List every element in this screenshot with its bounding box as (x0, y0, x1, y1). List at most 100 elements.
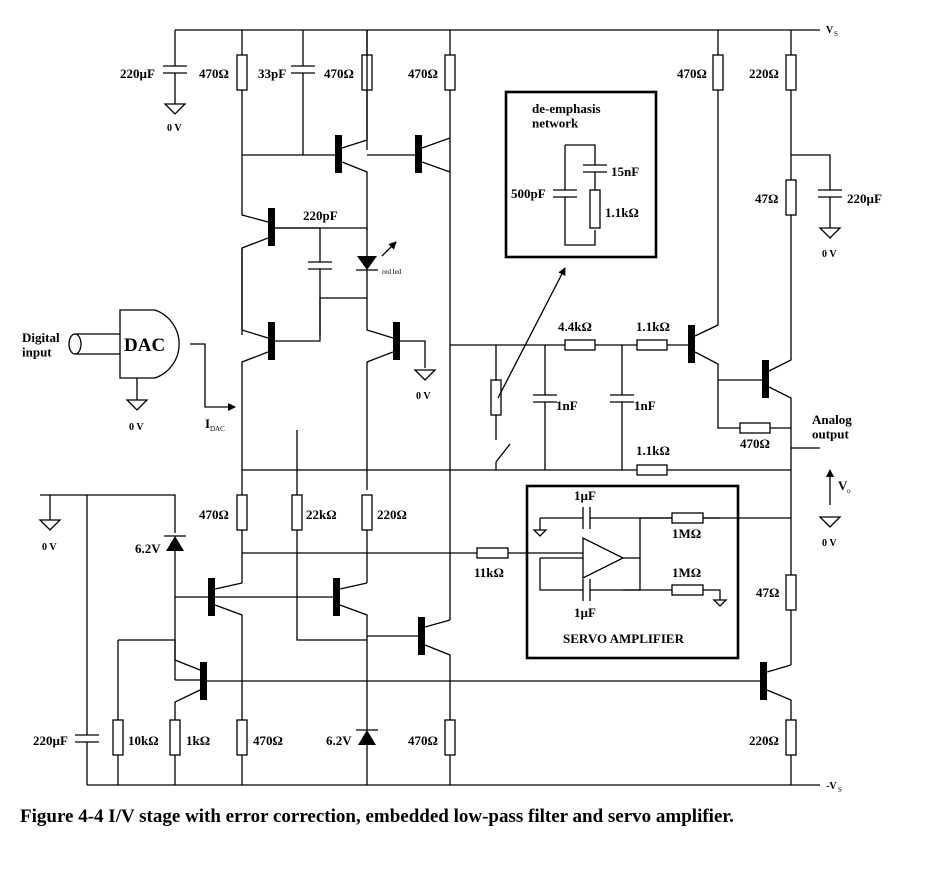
svg-text:220Ω: 220Ω (749, 66, 779, 81)
svg-text:1nF: 1nF (634, 398, 656, 413)
resistor-470-feedback: 470Ω (739, 422, 771, 451)
svg-text:0 V: 0 V (167, 123, 182, 134)
resistor-220-output: 220Ω (749, 30, 797, 180)
svg-text:1µF: 1µF (574, 605, 596, 620)
capacitor-33pF: 33pF (258, 30, 315, 155)
transistor-q-input (241, 248, 367, 470)
svg-text:11kΩ: 11kΩ (474, 565, 504, 580)
svg-text:1.1kΩ: 1.1kΩ (605, 205, 639, 220)
resistor-47-upper: 47Ω 220µF 0 V (755, 154, 882, 260)
resistor-10k: 10kΩ (112, 640, 159, 785)
figure-caption: Figure 4-4 I/V stage with error correcti… (20, 806, 734, 827)
svg-text:1MΩ: 1MΩ (672, 565, 701, 580)
vs-pos-label: V (826, 25, 834, 36)
transistor-q-led-driver (366, 298, 426, 490)
svg-text:220Ω: 220Ω (377, 507, 407, 522)
svg-text:47Ω: 47Ω (755, 191, 778, 206)
svg-text:red led: red led (382, 268, 402, 276)
cap-220uF-label: 220µF (120, 66, 155, 81)
svg-text:1µF: 1µF (574, 488, 596, 503)
svg-text:1MΩ: 1MΩ (672, 526, 701, 541)
svg-text:220pF: 220pF (303, 208, 338, 223)
supply-decoupling-capacitor: 220µF (120, 30, 187, 104)
deemphasis-switch (490, 267, 566, 470)
svg-text:47Ω: 47Ω (756, 585, 779, 600)
svg-text:470Ω: 470Ω (677, 66, 707, 81)
svg-text:1.1kΩ: 1.1kΩ (636, 319, 670, 334)
zener-6v2-lower: 6.2V (326, 729, 378, 785)
svg-text:1nF: 1nF (556, 398, 578, 413)
svg-text:V: V (838, 478, 848, 493)
transistor-q-top-right (367, 135, 451, 173)
resistor-47-lower: 47Ω (756, 470, 797, 665)
resistor-470-left: 470Ω (199, 30, 248, 155)
svg-text:220µF: 220µF (847, 191, 882, 206)
resistor-1k1-feedback: 1.1kΩ (636, 443, 670, 476)
lower-resistors: 470Ω 22kΩ 220Ω (199, 430, 407, 641)
svg-text:6.2V: 6.2V (135, 541, 161, 556)
vs-neg-label: -V (826, 781, 837, 792)
resistor-470-mid: 470Ω (324, 30, 373, 150)
svg-text:6.2V: 6.2V (326, 733, 352, 748)
svg-text:1.1kΩ: 1.1kΩ (636, 443, 670, 458)
resistor-220-lower: 220Ω (749, 719, 797, 785)
svg-text:1kΩ: 1kΩ (186, 733, 210, 748)
transistor-q-lower-left (175, 578, 243, 720)
ground-symbol-mid: 0 V (413, 369, 437, 402)
svg-text:SERVO AMPLIFIER: SERVO AMPLIFIER (563, 631, 685, 646)
capacitor-220pF: 220pF (303, 208, 338, 335)
vs-pos-sub: S (834, 30, 838, 38)
svg-text:470Ω: 470Ω (199, 66, 229, 81)
vs-neg-sub: S (838, 786, 842, 794)
transistor-q-current-sink (760, 662, 792, 720)
resistor-470-output-collector: 470Ω (677, 30, 724, 325)
red-led: red led (275, 227, 402, 298)
transistor-q-mid-left (241, 155, 320, 335)
svg-text:33pF: 33pF (258, 66, 286, 81)
transistor-q-output-driver (688, 324, 791, 429)
resistor-470-right: 470Ω (408, 30, 456, 620)
svg-text:22kΩ: 22kΩ (306, 507, 337, 522)
negative-supply-rail: -V S (87, 781, 842, 794)
transistor-q-bias (118, 639, 760, 720)
output-bus (242, 344, 791, 471)
resistor-470-lower-left: 470Ω (236, 719, 283, 785)
svg-text:470Ω: 470Ω (408, 733, 438, 748)
svg-text:15nF: 15nF (611, 164, 639, 179)
svg-text:DAC: DAC (124, 335, 165, 356)
svg-text:0 V: 0 V (822, 249, 837, 260)
ground-symbol: 0 V (163, 103, 187, 134)
transistor-q-output (718, 215, 792, 470)
svg-text:470Ω: 470Ω (199, 507, 229, 522)
dac-block: DAC 0 V I DAC (119, 309, 236, 433)
svg-text:220µF: 220µF (33, 733, 68, 748)
idac-label: I (205, 416, 210, 431)
svg-text:220Ω: 220Ω (749, 733, 779, 748)
svg-text:0 V: 0 V (416, 391, 431, 402)
svg-text:DAC: DAC (210, 425, 225, 433)
lowpass-filter: 4.4kΩ 1.1kΩ 1nF 1nF (533, 319, 670, 470)
resistor-11k: 11kΩ (242, 547, 583, 580)
svg-text:470Ω: 470Ω (324, 66, 354, 81)
svg-text:0 V: 0 V (822, 538, 837, 549)
svg-text:4.4kΩ: 4.4kΩ (558, 319, 592, 334)
svg-text:470Ω: 470Ω (740, 436, 770, 451)
transistor-q-top-left (242, 30, 368, 230)
positive-supply-rail: V S (175, 25, 838, 38)
servo-amplifier-box: SERVO AMPLIFIER 1µF 1µF 1MΩ 1MΩ (525, 484, 791, 660)
svg-text:0 V: 0 V (129, 422, 144, 433)
capacitor-220uF-lower: 220µF (33, 495, 99, 785)
resistor-470-lower-right: 470Ω (408, 719, 456, 785)
resistor-1k: 1kΩ (169, 719, 210, 785)
svg-text:0 V: 0 V (42, 542, 57, 553)
zener-6v2-upper: 6.2V 0 V (38, 494, 186, 680)
svg-text:o: o (847, 487, 851, 495)
svg-text:10kΩ: 10kΩ (128, 733, 159, 748)
transistor-q-lower-right (367, 617, 451, 720)
